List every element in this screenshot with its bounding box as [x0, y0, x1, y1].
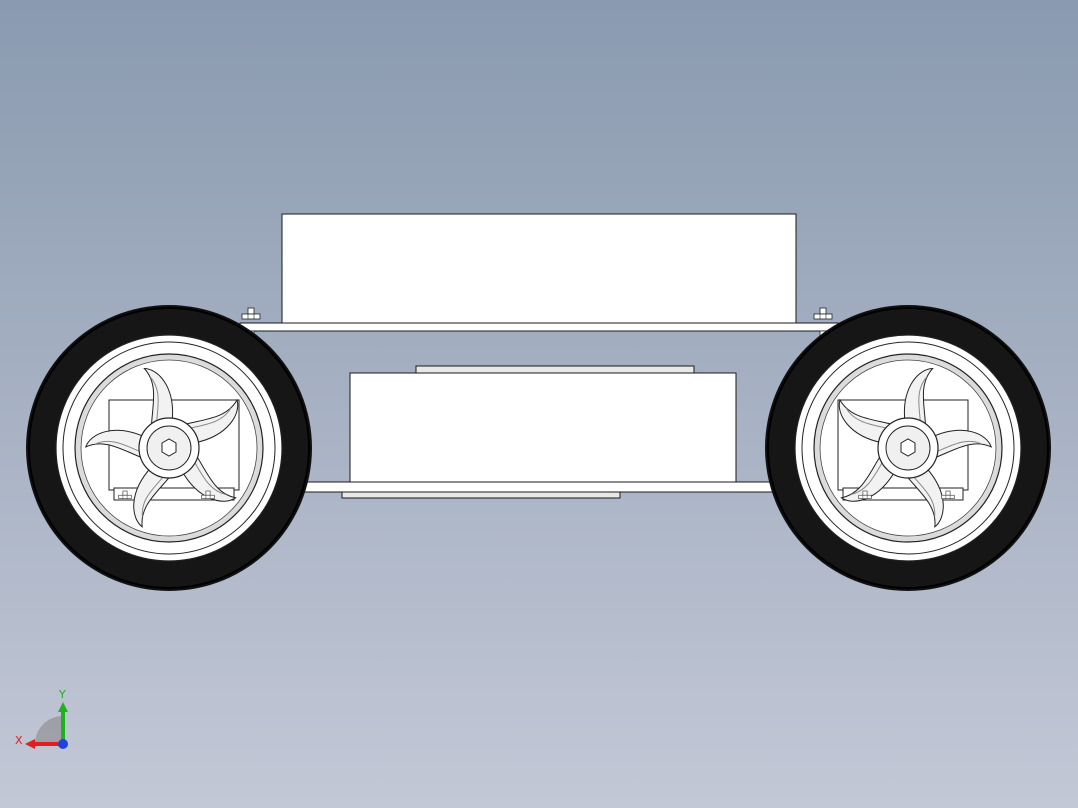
triad-plane-icon: [35, 716, 63, 744]
lower-plate-strip: [341, 491, 621, 499]
coordinate-triad[interactable]: Y X: [15, 688, 68, 749]
upper-plate[interactable]: [239, 322, 839, 332]
y-arrow-icon: [58, 702, 68, 712]
wheel-right-icon[interactable]: [765, 305, 1051, 591]
triad-y-label: Y: [58, 688, 66, 701]
triad-x-label: X: [15, 734, 23, 747]
top-enclosure[interactable]: [281, 213, 797, 325]
z-axis-icon: [58, 739, 68, 749]
wheel-left-icon[interactable]: [26, 305, 312, 591]
x-arrow-icon: [25, 739, 35, 749]
lower-enclosure-lid: [415, 365, 695, 374]
lower-enclosure[interactable]: [349, 372, 737, 484]
